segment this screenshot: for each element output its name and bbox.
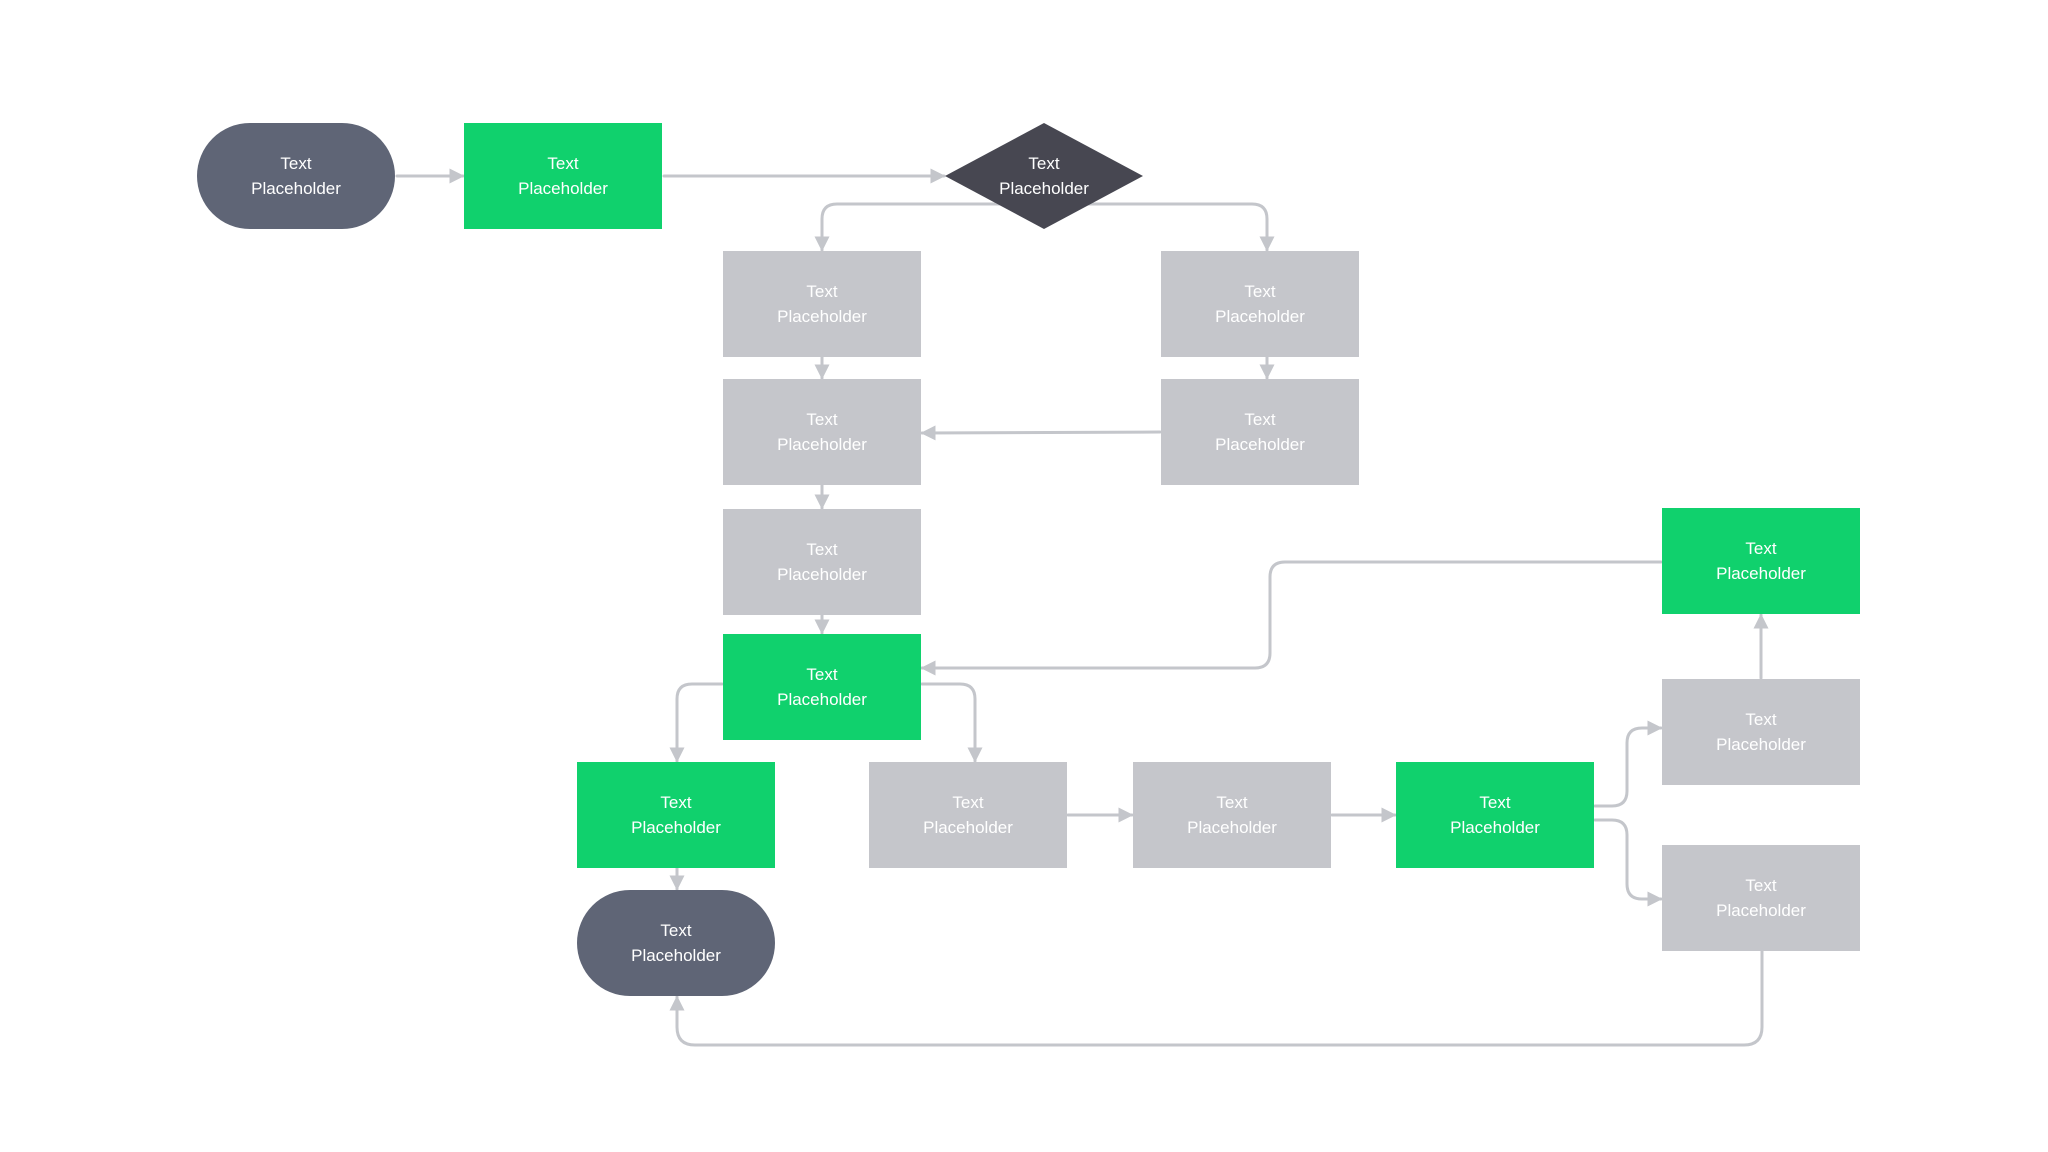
node-label-line1: Text <box>660 921 692 940</box>
connector-arrow <box>1042 202 1275 252</box>
connector-arrow <box>669 682 724 763</box>
connector-arrow <box>1593 818 1663 907</box>
connector-arrow <box>920 682 983 763</box>
flow-node-process[interactable]: Text Placeholder <box>577 762 775 868</box>
flow-node-end[interactable]: Text Placeholder <box>577 890 775 996</box>
node-label-line1: Text <box>1244 410 1276 429</box>
node-label-line2: Placeholder <box>631 818 721 837</box>
node-label-line1: Text <box>547 154 579 173</box>
node-label-line2: Placeholder <box>251 179 341 198</box>
node-label-line1: Text <box>280 154 312 173</box>
node-label-line1: Text <box>952 793 984 812</box>
node-label-line2: Placeholder <box>1450 818 1540 837</box>
connector-arrow <box>920 560 1663 676</box>
flow-node-process[interactable]: Text Placeholder <box>464 123 662 229</box>
node-label-line2: Placeholder <box>1716 564 1806 583</box>
node-label-line1: Text <box>806 410 838 429</box>
node-label-line1: Text <box>660 793 692 812</box>
node-label-line1: Text <box>1745 876 1777 895</box>
flow-node-process[interactable]: Text Placeholder <box>1133 762 1331 868</box>
flow-node-process[interactable]: Text Placeholder <box>1662 845 1860 951</box>
node-label-line2: Placeholder <box>1215 435 1305 454</box>
flow-node-start[interactable]: Text Placeholder <box>197 123 395 229</box>
node-label-line1: Text <box>1479 793 1511 812</box>
flow-node-process[interactable]: Text Placeholder <box>723 634 921 740</box>
node-label-line2: Placeholder <box>1716 901 1806 920</box>
decision-diamond-shape <box>945 123 1143 229</box>
node-label-line2: Placeholder <box>1716 735 1806 754</box>
flow-node-process[interactable]: Text Placeholder <box>1662 679 1860 785</box>
node-label-line1: Text <box>806 282 838 301</box>
connector-arrow <box>920 425 1162 441</box>
flow-node-process[interactable]: Text Placeholder <box>1161 251 1359 357</box>
flow-node-process[interactable]: Text Placeholder <box>723 509 921 615</box>
node-label-line2: Placeholder <box>1215 307 1305 326</box>
flow-node-process[interactable]: Text Placeholder <box>1662 508 1860 614</box>
node-label-line2: Placeholder <box>999 179 1089 198</box>
flow-node-process[interactable]: Text Placeholder <box>723 379 921 485</box>
flow-node-process[interactable]: Text Placeholder <box>1161 379 1359 485</box>
node-label-line1: Text <box>1216 793 1248 812</box>
node-label-line1: Text <box>806 540 838 559</box>
flow-node-process[interactable]: Text Placeholder <box>869 762 1067 868</box>
node-label-line1: Text <box>1244 282 1276 301</box>
node-label-line1: Text <box>1028 154 1060 173</box>
flow-node-process[interactable]: Text Placeholder <box>723 251 921 357</box>
node-label-line2: Placeholder <box>777 435 867 454</box>
node-label-line1: Text <box>806 665 838 684</box>
flow-node-decision[interactable]: Text Placeholder <box>945 123 1143 269</box>
node-label-line2: Placeholder <box>631 946 721 965</box>
node-label-line2: Placeholder <box>777 565 867 584</box>
node-label-line2: Placeholder <box>518 179 608 198</box>
node-label-line2: Placeholder <box>777 690 867 709</box>
node-label-line2: Placeholder <box>1187 818 1277 837</box>
node-label-line1: Text <box>1745 539 1777 558</box>
node-label-line2: Placeholder <box>923 818 1013 837</box>
connector-arrow <box>1593 720 1663 808</box>
node-label-line1: Text <box>1745 710 1777 729</box>
node-label-line2: Placeholder <box>777 307 867 326</box>
connector-arrow <box>669 949 1764 1047</box>
flow-node-process[interactable]: Text Placeholder <box>1396 762 1594 868</box>
